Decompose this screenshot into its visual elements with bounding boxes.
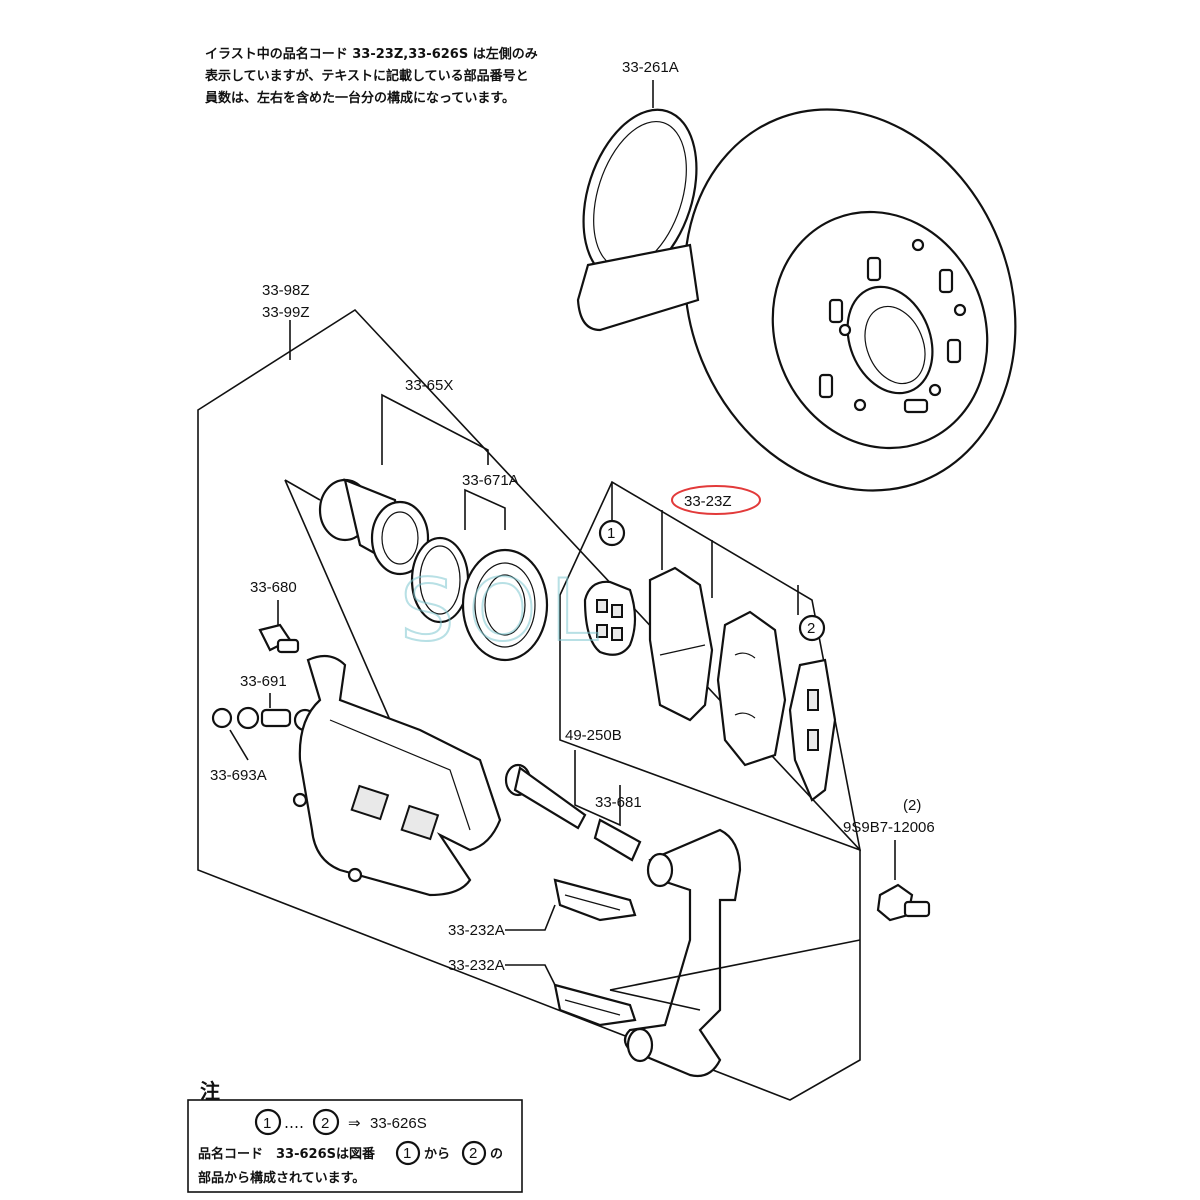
- brake-pad-inner: [648, 566, 714, 722]
- dust-shield: [576, 108, 700, 332]
- pad-clip-lower: [553, 983, 637, 1027]
- brake-rotor: [683, 108, 1017, 492]
- label-bolt-qty: (2): [903, 797, 921, 814]
- note-circle-2: [312, 1108, 340, 1136]
- pad-set-frame: [559, 480, 862, 852]
- pad-shim: [583, 580, 637, 656]
- top-note-line-1: イラスト中の品名コード 33-23Z,33-626S は左側のみ: [205, 46, 538, 62]
- note-range-code: 33-626S: [370, 1115, 427, 1132]
- note-line2-num-2: 2: [469, 1145, 477, 1162]
- label-33-261A: 33-261A: [622, 59, 679, 76]
- circle-marker-1: [598, 519, 626, 547]
- label-33-680: 33-680: [250, 579, 297, 596]
- caliper-mounting-bracket: [623, 828, 742, 1078]
- note-line2-b: から: [424, 1147, 450, 1162]
- note-box-title: 注: [200, 1079, 220, 1103]
- note-line2-c: の: [490, 1147, 503, 1162]
- label-33-681: 33-681: [595, 794, 642, 811]
- label-49-250B: 49-250B: [565, 727, 622, 744]
- note-line2-num-1: 1: [403, 1145, 411, 1162]
- bleeder-screw: [258, 623, 300, 654]
- label-33-98Z: 33-98Z: [262, 282, 310, 299]
- guide-pin-bolt: [211, 706, 317, 732]
- caliper-assembly-frame: [197, 308, 861, 1101]
- caliper-piston: [318, 478, 430, 576]
- bracket-bolt: [876, 883, 931, 922]
- top-note-line-3: 員数は、左右を含めた一台分の構成になっています。: [204, 90, 515, 106]
- circle-1-text: 1: [607, 525, 615, 542]
- guide-pin: [504, 763, 642, 862]
- note-dots: ‥‥: [284, 1115, 304, 1132]
- brake-pad-outer: [716, 610, 787, 767]
- note-circle-1: [254, 1108, 282, 1136]
- label-33-99Z: 33-99Z: [262, 304, 310, 321]
- circle-marker-2: [798, 614, 826, 642]
- note-arrow: ⇒: [348, 1115, 361, 1132]
- label-33-65X: 33-65X: [405, 377, 453, 394]
- label-9S9B7-12006: 9S9B7-12006: [843, 819, 935, 836]
- note-line2-circle-2: [461, 1140, 487, 1166]
- highlight-33-23Z: [671, 485, 761, 515]
- label-33-691: 33-691: [240, 673, 287, 690]
- note-line2-a: 品名コード 33-626Sは図番: [198, 1146, 376, 1162]
- label-33-232A-upper: 33-232A: [448, 922, 505, 939]
- circle-2-text: 2: [807, 620, 815, 637]
- label-33-671A: 33-671A: [462, 472, 519, 489]
- note-range-from: 1: [263, 1115, 271, 1132]
- label-33-23Z: 33-23Z: [684, 493, 732, 510]
- pad-clip-upper: [553, 878, 637, 922]
- caliper-body: [292, 654, 502, 897]
- note-line3: 部品から構成されています。: [198, 1170, 365, 1186]
- note-line2-circle-1: [395, 1140, 421, 1166]
- label-33-693A: 33-693A: [210, 767, 267, 784]
- watermark: SOL: [400, 561, 612, 661]
- note-range-to: 2: [321, 1115, 329, 1132]
- top-note-line-2: 表示していますが、テキストに記載している部品番号と: [204, 68, 529, 84]
- label-33-232A-lower: 33-232A: [448, 957, 505, 974]
- piston-boot: [461, 548, 549, 662]
- pad-shim-outer: [788, 658, 837, 802]
